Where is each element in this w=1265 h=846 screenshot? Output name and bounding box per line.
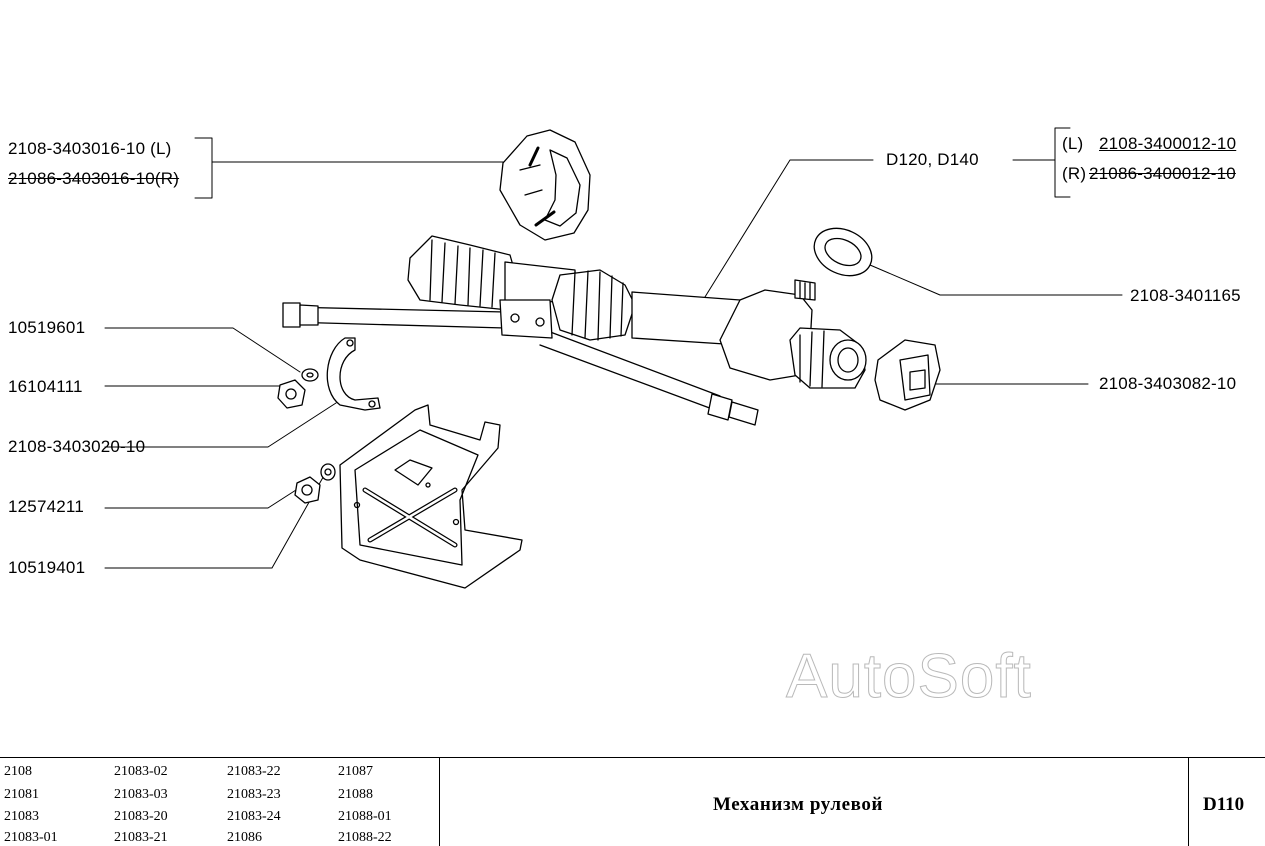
model-code: 21081 xyxy=(4,787,39,802)
footer-table: 2108 21081 21083 21083-01 21083-02 21083… xyxy=(0,757,1265,846)
rubber-bushing-part xyxy=(874,339,941,411)
model-code: 21083-22 xyxy=(227,764,281,779)
label-bracket: 2108-3403020-10 xyxy=(8,437,146,456)
model-code: 21088 xyxy=(338,787,373,802)
label-mount-left: 2108-3403016-10 (L) xyxy=(8,139,172,158)
model-code: 21083-01 xyxy=(4,830,58,845)
fasteners-parts xyxy=(277,368,336,504)
watermark: AutoSoft xyxy=(786,642,1032,712)
label-rack-left-prefix: (L) xyxy=(1062,134,1084,153)
model-code: 21086 xyxy=(227,830,262,845)
model-code: 21087 xyxy=(338,764,373,779)
model-code: 21083-02 xyxy=(114,764,168,779)
model-code: 21083 xyxy=(4,809,39,824)
label-rack-right-code: 21086-3400012-10 xyxy=(1089,164,1236,183)
mounting-plate-part xyxy=(499,129,591,241)
model-code: 21088-01 xyxy=(338,809,392,824)
label-bushing: 2108-3403082-10 xyxy=(1099,374,1237,393)
floor-bracket-part xyxy=(339,404,523,589)
model-code: 21083-21 xyxy=(114,830,168,845)
model-code: 21083-20 xyxy=(114,809,168,824)
model-code: 21083-23 xyxy=(227,787,281,802)
model-code: 2108 xyxy=(4,764,32,779)
footer-divider xyxy=(439,758,440,846)
page-code: D110 xyxy=(1203,794,1245,815)
steering-rack-part xyxy=(282,235,867,426)
model-code: 21083-03 xyxy=(114,787,168,802)
leader-lines xyxy=(104,127,1123,569)
label-rack-right-prefix: (R) xyxy=(1062,164,1087,183)
label-nut-b: 12574211 xyxy=(8,497,84,516)
footer-divider xyxy=(1188,758,1189,846)
label-nut-a: 16104111 xyxy=(8,377,83,396)
label-reference: D120, D140 xyxy=(886,150,979,169)
seal-ring-part xyxy=(813,227,873,277)
label-mount-right: 21086-3403016-10(R) xyxy=(8,169,180,188)
page-title: Механизм рулевой xyxy=(713,794,884,815)
label-seal: 2108-3401165 xyxy=(1130,286,1241,305)
label-washer-a: 10519601 xyxy=(8,318,86,337)
label-washer-b: 10519401 xyxy=(8,558,86,577)
model-code: 21088-22 xyxy=(338,830,392,845)
model-code: 21083-24 xyxy=(227,809,281,824)
label-rack-left-code: 2108-3400012-10 xyxy=(1099,134,1237,153)
clamp-bracket-part xyxy=(326,337,381,411)
